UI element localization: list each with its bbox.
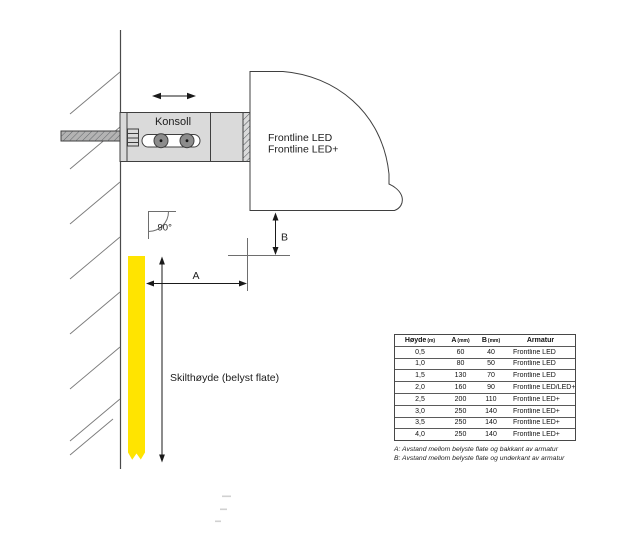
bracket-bolt-left [153,133,169,149]
table-cell: 1,5 [415,372,425,380]
angle-label: 90° [158,223,173,234]
table-cell: 250 [454,407,467,415]
dimension-b: B [272,212,288,255]
table-cell: 250 [454,431,467,439]
col-header-hoyde: Høyde(m) [404,336,436,344]
footnote-b: B: Avstand mellom belyste flate og under… [394,455,565,463]
mounting-bolt [60,130,121,142]
table-cell: 2,0 [415,384,425,392]
col-header-armatur: Armatur [526,336,555,344]
bracket-clamp-block [127,128,139,147]
table-row: 4,0 250 140 Frontline LED+ [395,428,575,440]
table-cell: 80 [456,360,465,368]
table-cell: 140 [485,407,497,415]
table-cell: Frontline LED [513,372,556,380]
table-cell: Frontline LED+ [513,395,560,403]
table-row: 2,0 160 90 Frontline LED/LED+ [395,381,575,393]
reference-crosshair [228,238,290,291]
right-angle-mark: 90° [148,211,176,239]
table-row: 3,5 250 140 Frontline LED+ [395,416,575,429]
table-cell: 140 [485,431,497,439]
artifact-marks [215,495,231,523]
table-cell: 140 [485,419,497,427]
table-row: 0,5 60 40 Frontline LED [395,345,575,358]
dimension-a-label: A [192,270,199,282]
table-cell: Frontline LED+ [513,431,560,439]
bracket-label: Konsoll [155,116,191,128]
table-cell: 110 [485,395,497,403]
table-cell: 3,5 [415,419,425,427]
luminaire-label-line2: Frontline LED+ [268,144,338,156]
table-cell: 2,5 [415,395,425,403]
table-cell: 40 [487,348,495,356]
table-cell: 3,0 [415,407,425,415]
table-cell: Frontline LED [513,360,556,368]
table-cell: Frontline LED+ [513,407,560,415]
luminaire-head: Frontline LED Frontline LED+ [249,71,403,211]
table-footnotes: A: Avstand mellom belyste flate og bakka… [394,445,564,464]
table-cell: 1,0 [415,360,425,368]
sign-height-dimension: Skilthøyde (belyst flate) [159,256,279,463]
col-header-a: A(mm) [451,336,470,344]
spec-table-header: Høyde(m) A(mm) B(mm) Armatur [395,335,575,346]
table-cell: Frontline LED+ [513,419,560,427]
bracket-bolt-right [179,133,195,149]
table-cell: 90 [487,384,495,392]
table-cell: 0,5 [415,348,425,356]
table-row: 1,5 130 70 Frontline LED [395,369,575,381]
dimension-b-label: B [281,232,288,244]
table-cell: 4,0 [415,431,425,439]
dimension-a: A [146,270,247,287]
table-cell: 60 [456,348,465,356]
table-cell: 130 [454,372,467,380]
table-row: 3,0 250 140 Frontline LED+ [395,404,575,417]
table-row: 1,0 80 50 Frontline LED [395,357,575,370]
table-cell: 50 [487,360,495,368]
sign-height-label: Skilthøyde (belyst flate) [170,372,279,384]
sign-face [128,256,145,460]
wall-hatching [69,71,121,456]
table-cell: 250 [454,419,467,427]
wall [69,30,122,469]
footnote-a: A: Avstand mellom belyste flate og bakka… [394,446,558,453]
table-row: 2,5 200 110 Frontline LED+ [395,392,575,405]
luminaire-label-line1: Frontline LED [268,132,333,144]
slide-adjust-arrow [152,92,196,100]
table-cell: 200 [454,395,467,403]
bracket: Konsoll [119,112,252,162]
col-header-b: B(mm) [481,336,501,344]
table-cell: 160 [454,384,467,392]
table-cell: Frontline LED [513,348,556,356]
table-cell: 70 [487,372,495,380]
table-cell: Frontline LED/LED+ [513,384,575,392]
